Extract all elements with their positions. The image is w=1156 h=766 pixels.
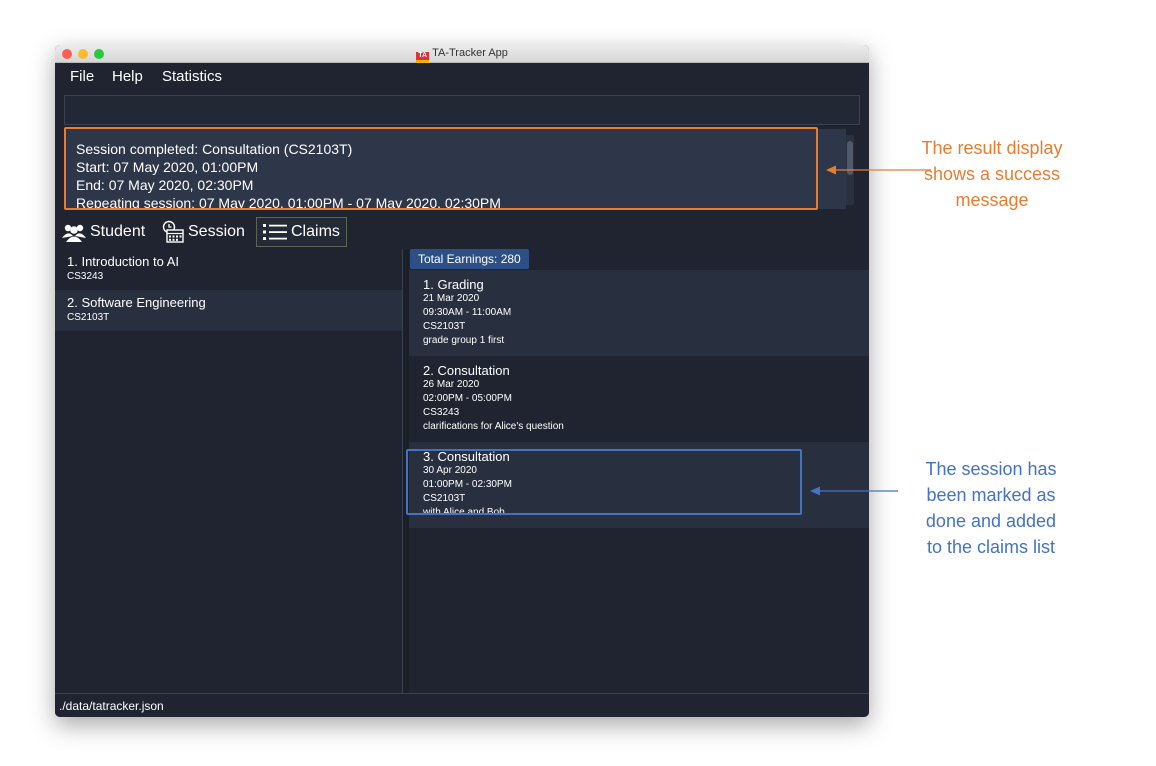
- result-line: Repeating session: 07 May 2020, 01:00PM …: [76, 195, 501, 209]
- claim-date: 30 Apr 2020: [423, 465, 477, 476]
- module-title: 1. Introduction to AI: [67, 254, 180, 269]
- annotation-line: The result display: [921, 138, 1063, 158]
- claim-module: CS3243: [423, 407, 460, 418]
- close-window-button[interactable]: [62, 49, 72, 59]
- claim-notes: clarifications for Alice's question: [423, 421, 564, 432]
- app-logo-icon: TA: [416, 52, 430, 63]
- menu-help[interactable]: Help: [112, 68, 143, 85]
- minimize-window-button[interactable]: [78, 49, 88, 59]
- module-list-item[interactable]: 2. Software Engineering CS2103T: [55, 290, 402, 331]
- claim-time: 09:30AM - 11:00AM: [423, 307, 512, 318]
- result-line: Start: 07 May 2020, 01:00PM: [76, 159, 259, 175]
- list-icon: [263, 224, 287, 240]
- status-bar-file-path: ./data/tatracker.json: [55, 693, 869, 717]
- claim-list-item[interactable]: 1. Grading 21 Mar 2020 09:30AM - 11:00AM…: [409, 270, 869, 356]
- claim-date: 21 Mar 2020: [423, 293, 480, 304]
- annotation-line: to the claims list: [926, 537, 1056, 557]
- tab-bar: Student Session Claims: [55, 215, 869, 249]
- tab-session[interactable]: Session: [161, 217, 245, 247]
- result-line: End: 07 May 2020, 02:30PM: [76, 177, 254, 193]
- claim-module: CS2103T: [423, 321, 466, 332]
- claim-date: 26 Mar 2020: [423, 379, 480, 390]
- module-list-item[interactable]: 1. Introduction to AI CS3243: [55, 249, 402, 290]
- claim-list-item[interactable]: 2. Consultation 26 Mar 2020 02:00PM - 05…: [409, 356, 869, 442]
- result-line: Session completed: Consultation (CS2103T…: [76, 141, 353, 157]
- tab-student[interactable]: Student: [61, 217, 145, 247]
- claim-time: 02:00PM - 05:00PM: [423, 393, 512, 404]
- annotation-line: done and added: [925, 511, 1057, 531]
- module-list: 1. Introduction to AI CS3243 2. Software…: [55, 249, 402, 693]
- total-earnings-badge: Total Earnings: 280: [410, 249, 529, 269]
- result-display: Session completed: Consultation (CS2103T…: [64, 129, 846, 209]
- split-pane-divider[interactable]: [402, 249, 409, 693]
- module-code: CS2103T: [67, 312, 110, 323]
- session-annotation: The session has been marked as done and …: [900, 456, 1082, 560]
- module-title: 2. Software Engineering: [67, 295, 206, 310]
- claim-module: CS2103T: [423, 493, 466, 504]
- claim-title: 3. Consultation: [423, 449, 510, 464]
- tab-student-label: Student: [90, 223, 146, 240]
- claim-notes: grade group 1 first: [423, 335, 505, 346]
- tab-session-label: Session: [188, 223, 245, 240]
- menu-file[interactable]: File: [70, 68, 95, 85]
- session-calendar-icon: [162, 220, 184, 243]
- annotation-line: shows a success: [923, 164, 1061, 184]
- claim-title: 1. Grading: [423, 277, 484, 292]
- students-icon: [62, 224, 86, 242]
- module-code: CS3243: [67, 271, 104, 282]
- blue-arrow-icon: [810, 486, 898, 496]
- zoom-window-button[interactable]: [94, 49, 104, 59]
- result-scroll-thumb[interactable]: [847, 141, 853, 175]
- tab-claims[interactable]: Claims: [256, 217, 347, 247]
- annotation-line: The session has: [925, 459, 1057, 479]
- annotation-line: message: [955, 190, 1029, 210]
- result-annotation: The result display shows a success messa…: [912, 135, 1072, 213]
- window-title: TA-Tracker App: [432, 47, 508, 59]
- claims-panel: Total Earnings: 280 1. Grading 21 Mar 20…: [409, 245, 869, 693]
- result-highlight-box: [64, 127, 818, 210]
- menu-statistics[interactable]: Statistics: [162, 68, 223, 85]
- tab-claims-label: Claims: [291, 223, 340, 240]
- claim-time: 01:00PM - 02:30PM: [423, 479, 512, 490]
- claim-title: 2. Consultation: [423, 363, 510, 378]
- command-input[interactable]: [64, 95, 860, 125]
- orange-arrow-icon: [826, 165, 931, 175]
- annotation-line: been marked as: [926, 485, 1056, 505]
- claim-highlight-box: [406, 449, 802, 515]
- claim-notes: with Alice and Bob: [423, 507, 505, 518]
- menu-bar: File Help Statistics: [55, 63, 869, 91]
